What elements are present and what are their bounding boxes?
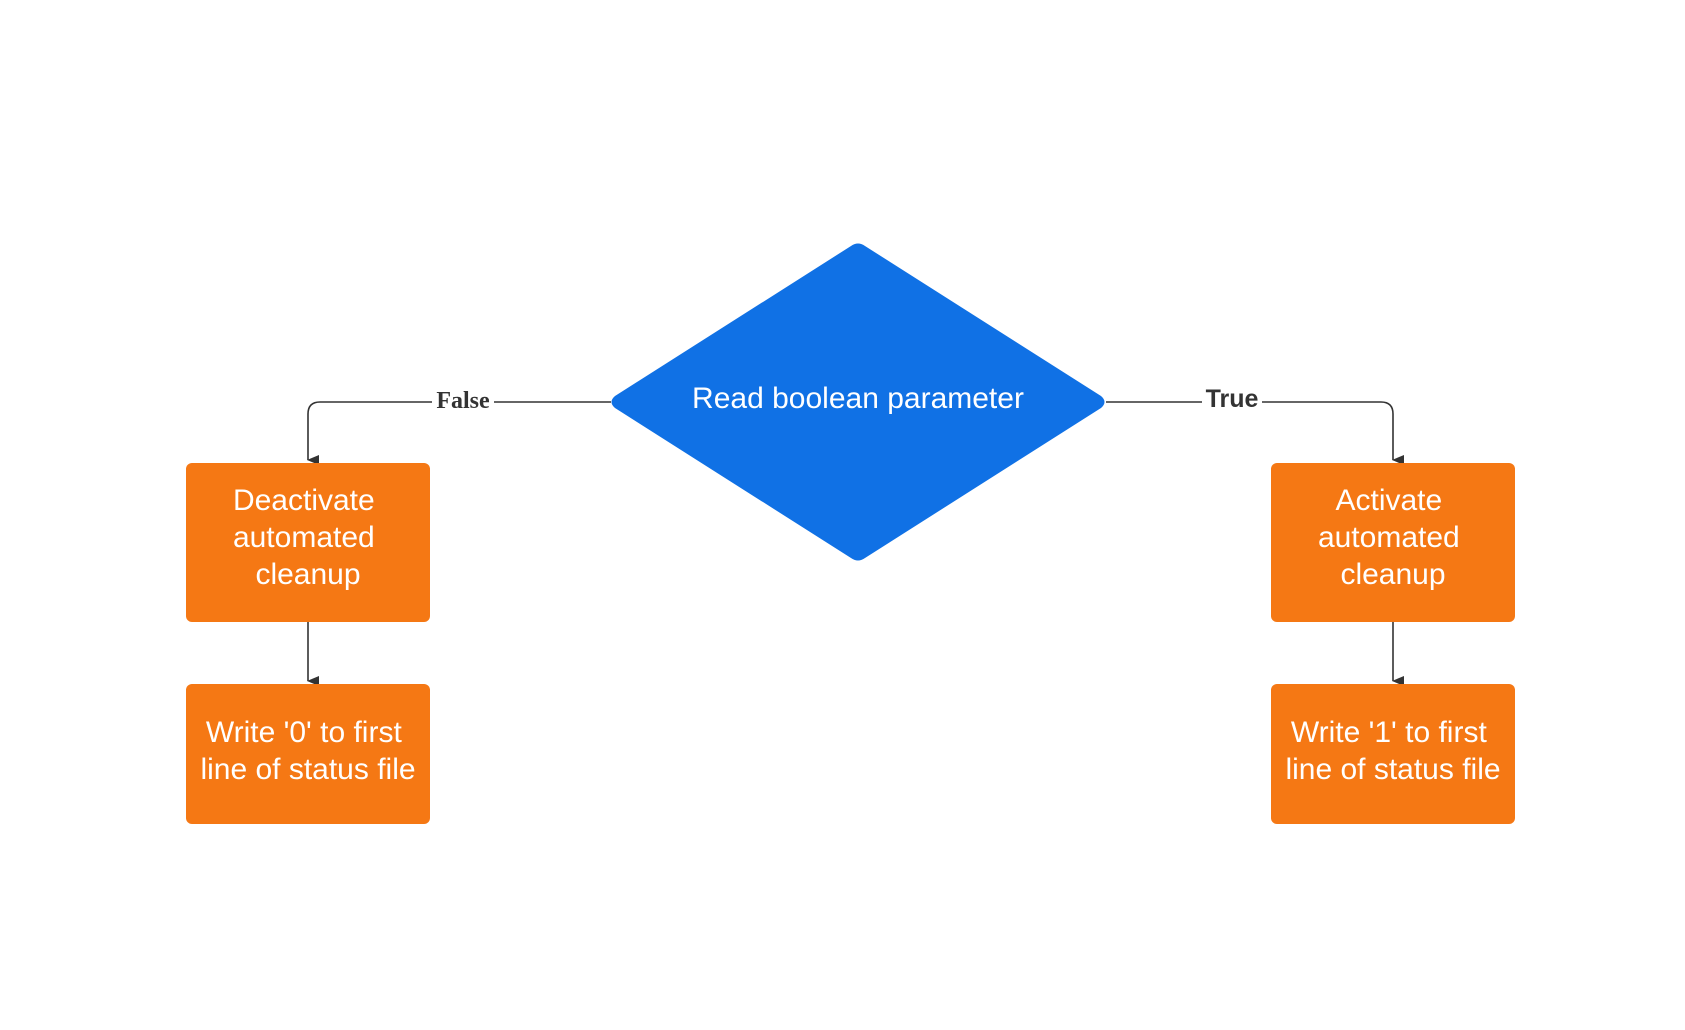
activate-line-3: cleanup [1340, 558, 1445, 591]
activate-cleanup-box[interactable] [1271, 463, 1515, 622]
write-zero-line-1: Write '0' to first [206, 716, 403, 749]
false-label-bg [432, 386, 494, 416]
true-label: True [1206, 385, 1259, 413]
edge-true [1106, 401, 1404, 465]
write-one-line-2: line of status file [1285, 753, 1500, 786]
activate-line-2: automated [1318, 521, 1460, 554]
activate-line-1: Activate [1335, 484, 1442, 517]
edge-false [307, 401, 611, 465]
write-zero-box[interactable] [186, 684, 430, 824]
decision-diamond[interactable] [611, 243, 1105, 561]
write-one-box[interactable] [1271, 684, 1515, 824]
write-zero-line-2: line of status file [200, 753, 415, 786]
write-one-line-1: Write '1' to first [1291, 716, 1488, 749]
deactivate-line-1: Deactivate [233, 484, 375, 517]
deactivate-cleanup-label: Deactivate automated cleanup [233, 484, 383, 591]
deactivate-cleanup-box[interactable] [186, 463, 430, 622]
false-label: False [436, 388, 490, 414]
activate-cleanup-label: Activate automated cleanup [1318, 484, 1468, 591]
true-label-bg [1202, 386, 1262, 416]
write-one-label: Write '1' to first line of status file [1285, 716, 1500, 786]
deactivate-line-2: automated [233, 521, 375, 554]
decision-label: Read boolean parameter [692, 382, 1024, 415]
write-zero-label: Write '0' to first line of status file [200, 716, 415, 786]
deactivate-line-3: cleanup [255, 558, 360, 591]
